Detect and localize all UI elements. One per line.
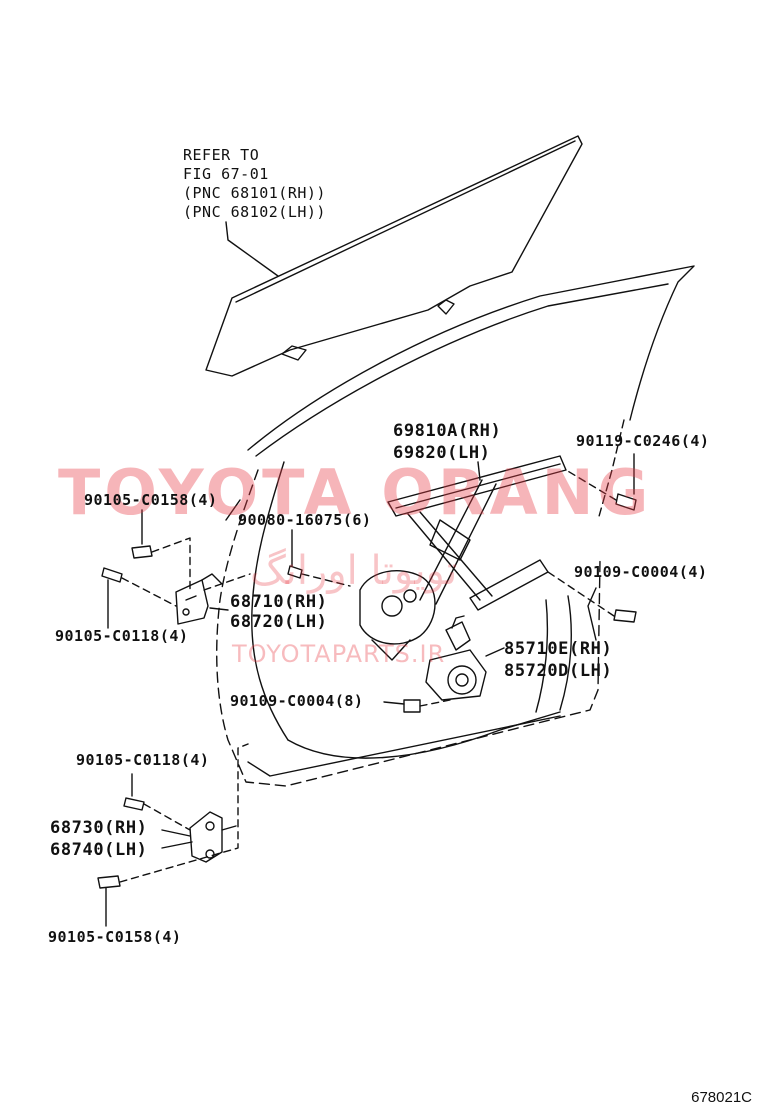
- watermark-main: TOYOTA ORANG: [58, 456, 653, 529]
- part-90105-c0158-bottom: 90105-C0158(4): [48, 928, 182, 946]
- watermark-site: TOYOTAPARTS.IR: [232, 640, 446, 668]
- refer-label-line1: REFER TO: [183, 146, 260, 164]
- part-68740: 68740(LH): [50, 840, 148, 860]
- refer-label-line2: FIG 67-01: [183, 165, 269, 183]
- part-90105-c0118-lower: 90105-C0118(4): [76, 751, 210, 769]
- figure-code: 678021C: [691, 1089, 752, 1106]
- watermark-arabic: تویوتا اورانگ: [250, 548, 458, 594]
- part-90105-c0158-top: 90105-C0158(4): [84, 491, 218, 509]
- part-68730: 68730(RH): [50, 818, 148, 838]
- part-69820: 69820(LH): [393, 443, 491, 463]
- part-85720d: 85720D(LH): [504, 661, 613, 681]
- part-90109-c0004-center: 90109-C0004(8): [230, 692, 364, 710]
- part-69810a: 69810A(RH): [393, 421, 502, 441]
- part-90105-c0118-left: 90105-C0118(4): [55, 627, 189, 645]
- part-68710: 68710(RH): [230, 592, 328, 612]
- door-glass: [205, 135, 583, 377]
- upper-hinge: [175, 573, 223, 625]
- guide-lines: [119, 469, 617, 883]
- bolts: [97, 493, 637, 889]
- part-90119-c0246: 90119-C0246(4): [576, 432, 710, 450]
- regulator-motor: [425, 615, 487, 701]
- door-frame: [216, 265, 695, 787]
- refer-label-line3: (PNC 68101(RH)): [183, 184, 326, 202]
- part-90080-16075: 90080-16075(6): [238, 511, 372, 529]
- lower-hinge: [189, 811, 237, 863]
- part-90109-c0004-right: 90109-C0004(4): [574, 563, 708, 581]
- refer-label-line4: (PNC 68102(LH)): [183, 203, 326, 221]
- leader-lines: [105, 221, 635, 927]
- part-85710e: 85710E(RH): [504, 639, 613, 659]
- part-68720: 68720(LH): [230, 612, 328, 632]
